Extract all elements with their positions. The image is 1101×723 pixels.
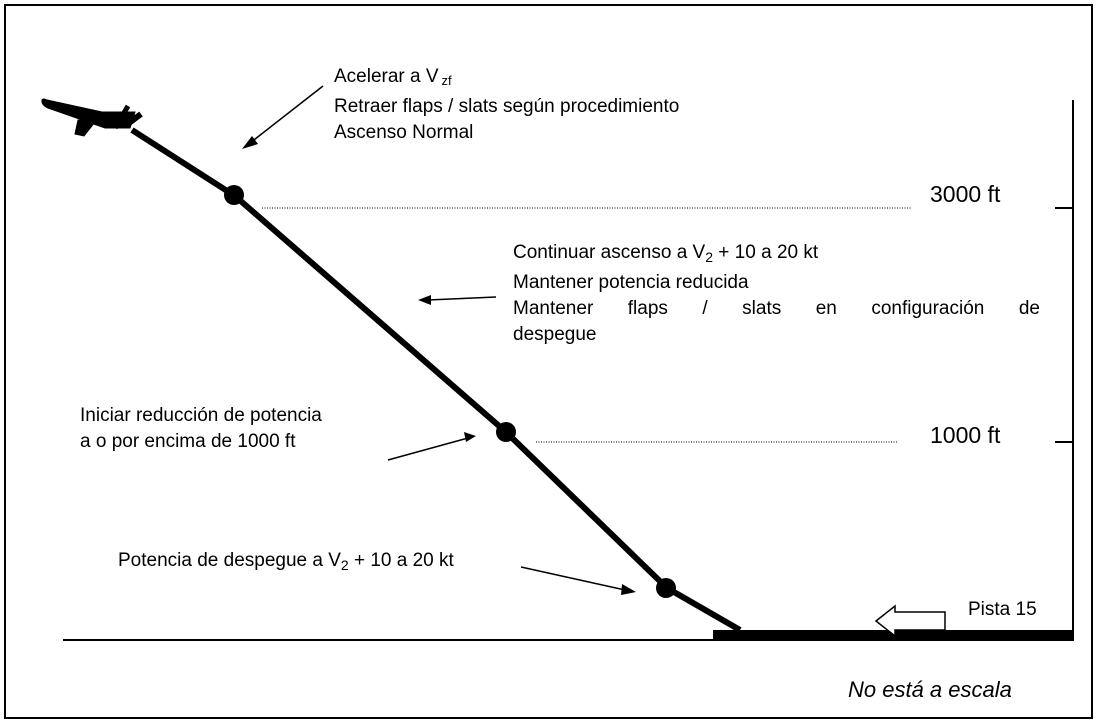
arrow-bottom bbox=[520, 566, 636, 595]
aircraft-icon bbox=[41, 98, 143, 137]
altitude-label-3000: 3000 ft bbox=[930, 181, 1001, 207]
callout-continue-line1-suffix: + 10 a 20 kt bbox=[713, 242, 819, 263]
callout-power-reduction: Iniciar reducción de potencia a o por en… bbox=[80, 403, 322, 455]
callout-power-reduction-line1: Iniciar reducción de potencia bbox=[80, 405, 322, 426]
waypoint-takeoff bbox=[656, 578, 676, 598]
callout-continue-line4: despegue bbox=[513, 324, 597, 345]
callout-continue-sub: 2 bbox=[705, 249, 714, 265]
callout-continue-climb: Continuar ascenso a V2 + 10 a 20 kt Mant… bbox=[513, 240, 1040, 348]
diagram-frame bbox=[4, 4, 1093, 719]
callout-takeoff-suffix: + 10 a 20 kt bbox=[348, 550, 454, 571]
runway-direction-arrow bbox=[874, 604, 946, 638]
waypoint-1000 bbox=[496, 422, 516, 442]
callout-accelerate-line2: Retraer flaps / slats según procedimient… bbox=[334, 96, 680, 117]
callout-takeoff-power: Potencia de despegue a V2 + 10 a 20 kt bbox=[118, 548, 454, 578]
callout-takeoff-prefix: Potencia de despegue a V bbox=[118, 550, 341, 571]
callout-takeoff-sub: 2 bbox=[340, 557, 349, 573]
scale-note: No está a escala bbox=[848, 677, 1012, 702]
callout-continue-line1: Continuar ascenso a V bbox=[513, 242, 706, 263]
callout-accelerate-line3: Ascenso Normal bbox=[334, 122, 474, 143]
callout-accelerate-sub: zf bbox=[441, 73, 452, 88]
callout-continue-line2: Mantener potencia reducida bbox=[513, 272, 749, 293]
waypoint-3000 bbox=[224, 185, 244, 205]
callout-accelerate-line1: Acelerar a V bbox=[334, 66, 439, 87]
altitude-label-1000: 1000 ft bbox=[930, 422, 1001, 448]
arrow-lower bbox=[387, 432, 476, 461]
callout-power-reduction-line2: a o por encima de 1000 ft bbox=[80, 431, 296, 452]
arrow-middle bbox=[418, 295, 497, 305]
callout-continue-line3: Mantener flaps / slats en configuración … bbox=[513, 298, 1040, 319]
arrow-top bbox=[242, 85, 324, 149]
runway-label: Pista 15 bbox=[968, 599, 1037, 620]
